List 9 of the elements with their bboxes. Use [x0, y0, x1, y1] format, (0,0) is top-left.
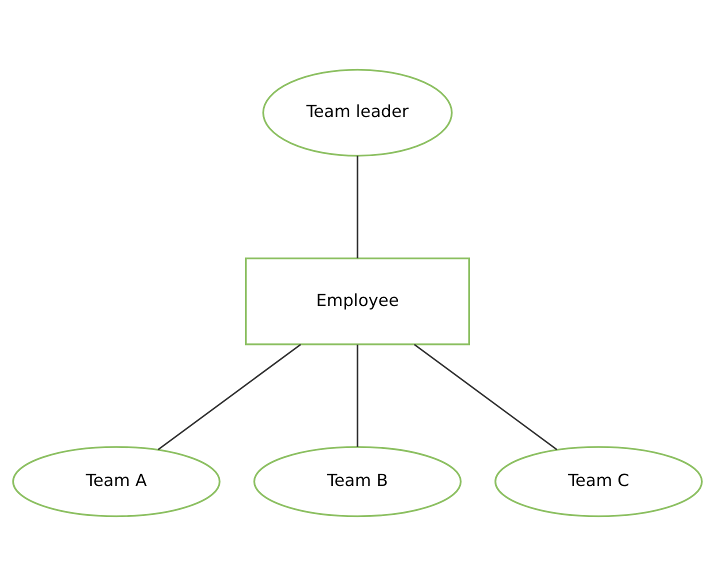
node-ellipse: Team leader: [262, 68, 453, 157]
connector: [414, 344, 558, 450]
node-ellipse: Team B: [253, 446, 462, 518]
node-ellipse: Team A: [12, 446, 221, 518]
connector: [356, 344, 358, 447]
connector: [158, 344, 302, 450]
connector: [356, 156, 358, 258]
node-ellipse: Team C: [494, 446, 703, 518]
node-box: Employee: [244, 257, 470, 346]
